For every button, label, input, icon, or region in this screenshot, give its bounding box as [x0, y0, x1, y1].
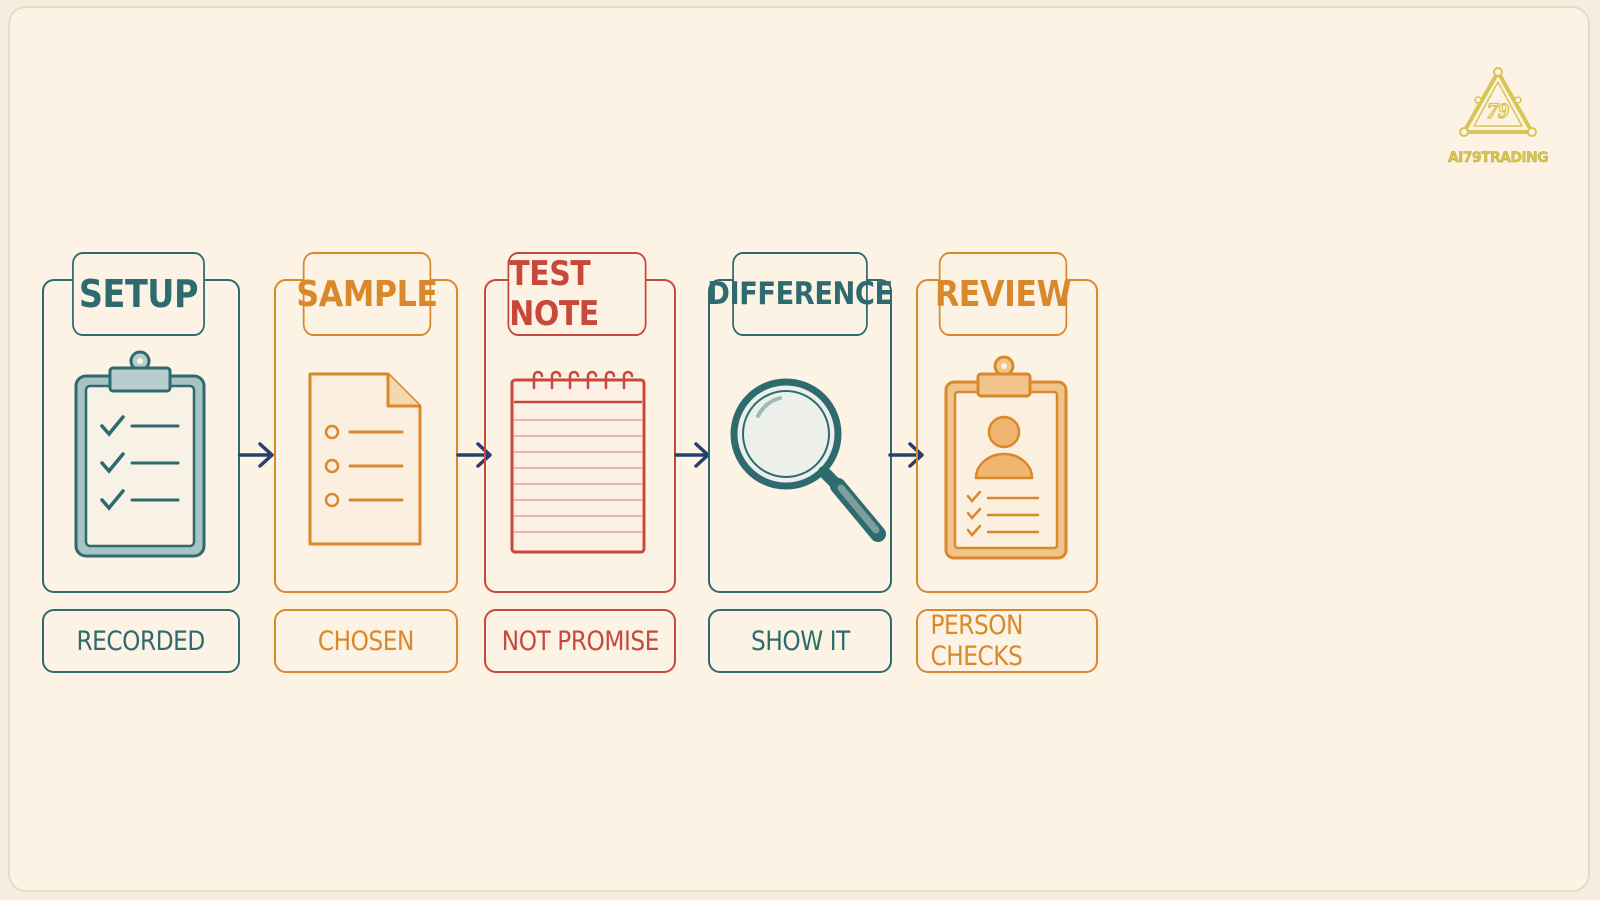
step-title-text: REVIEW — [934, 273, 1072, 315]
step-title-sample: SAMPLE — [296, 252, 438, 336]
logo-text: AI79TRADING — [1447, 150, 1549, 166]
step-label-test-note: NOT PROMISE — [484, 609, 676, 673]
step-label-text: SHOW IT — [750, 625, 850, 657]
step-label-text: CHOSEN — [317, 625, 415, 657]
step-label-sample: CHOSEN — [274, 609, 458, 673]
notepad-icon — [510, 370, 646, 554]
step-label-text: RECORDED — [76, 625, 206, 657]
step-title-difference: DIFFERENCE — [707, 252, 893, 336]
step-label-difference: SHOW IT — [708, 609, 892, 673]
diagram-canvas: SETUP RECORDED SAMPLE CHOSEN TEST NOTE — [8, 6, 1590, 892]
step-title-setup: SETUP — [72, 252, 205, 336]
document-list-icon — [308, 372, 422, 546]
step-label-text: PERSON CHECKS — [930, 610, 1024, 672]
logo-mark-icon: 79 — [1459, 67, 1537, 137]
step-label-text: NOT PROMISE — [501, 625, 659, 657]
step-title-review: REVIEW — [935, 252, 1072, 336]
clipboard-checklist-icon — [74, 350, 206, 558]
arrow-right-icon — [238, 442, 274, 468]
clipboard-person-icon — [944, 355, 1068, 560]
magnifying-glass-icon — [730, 378, 886, 542]
step-label-review: PERSON CHECKS — [916, 609, 1098, 673]
step-title-text: DIFFERENCE — [707, 276, 893, 312]
step-title-text: SETUP — [78, 272, 199, 316]
step-title-test-note: TEST NOTE — [507, 252, 647, 336]
step-title-text: SAMPLE — [296, 273, 438, 315]
step-title-text: TEST NOTE — [509, 254, 599, 334]
logo-mark-text: 79 — [1487, 98, 1509, 123]
brand-logo: 79 AI79TRADING — [1438, 66, 1558, 166]
step-label-setup: RECORDED — [42, 609, 240, 673]
